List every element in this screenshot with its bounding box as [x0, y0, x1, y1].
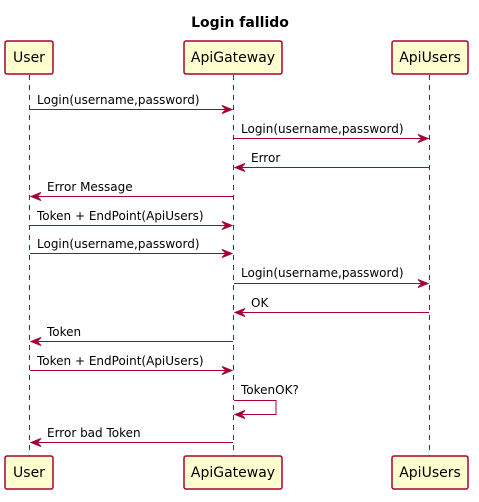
message-8: OK	[233, 296, 429, 317]
message-3: Error	[233, 151, 429, 172]
message-label: Login(username,password)	[241, 266, 404, 280]
participant-top-apiusers: ApiUsers	[391, 40, 469, 75]
arrow-head	[221, 366, 234, 375]
participant-bottom-apiusers: ApiUsers	[391, 455, 469, 490]
message-label: Error bad Token	[47, 426, 141, 440]
message-2: Login(username,password)	[234, 122, 430, 143]
message-label: OK	[251, 296, 269, 310]
message-label: Login(username,password)	[37, 93, 200, 107]
participant-label: ApiGateway	[191, 465, 275, 481]
arrow-head	[233, 308, 246, 317]
participant-label: User	[13, 465, 45, 481]
participant-top-user: User	[4, 40, 54, 75]
participant-label: ApiGateway	[191, 50, 275, 66]
participant-top-apigateway: ApiGateway	[183, 40, 283, 75]
message-label: Error	[251, 151, 280, 165]
message-label: Token + EndPoint(ApiUsers)	[36, 354, 204, 368]
arrow-head	[221, 249, 234, 258]
arrow-head	[417, 134, 430, 143]
participant-bottom-apigateway: ApiGateway	[183, 455, 283, 490]
participant-label: ApiUsers	[399, 465, 461, 481]
arrow-head	[233, 410, 246, 419]
message-4: Error Message	[29, 180, 233, 201]
message-5: Token + EndPoint(ApiUsers)	[30, 209, 234, 230]
participant-label: User	[13, 50, 45, 66]
lifelines	[29, 75, 430, 456]
message-12: Error bad Token	[29, 426, 233, 447]
message-label: Login(username,password)	[241, 122, 404, 136]
arrow-head	[29, 337, 42, 346]
arrow-head	[29, 438, 42, 447]
message-6: Login(username,password)	[30, 237, 234, 258]
message-9: Token	[29, 325, 233, 346]
arrow-head	[233, 163, 246, 172]
arrow-head	[221, 105, 234, 114]
diagram-title: Login fallido	[191, 15, 289, 31]
message-7: Login(username,password)	[234, 266, 430, 288]
arrow-head	[417, 279, 430, 288]
message-1: Login(username,password)	[30, 93, 234, 114]
participant-bottom-user: User	[4, 455, 54, 490]
message-label: Token + EndPoint(ApiUsers)	[36, 209, 204, 223]
arrow-head	[29, 192, 42, 201]
message-10: Token + EndPoint(ApiUsers)	[30, 354, 234, 375]
message-label: Error Message	[47, 180, 133, 194]
participant-label: ApiUsers	[399, 50, 461, 66]
message-11-self: TokenOK?	[233, 383, 299, 419]
message-label: TokenOK?	[240, 383, 299, 397]
arrow-head	[221, 221, 234, 230]
message-label: Token	[46, 325, 81, 339]
message-label: Login(username,password)	[37, 237, 200, 251]
